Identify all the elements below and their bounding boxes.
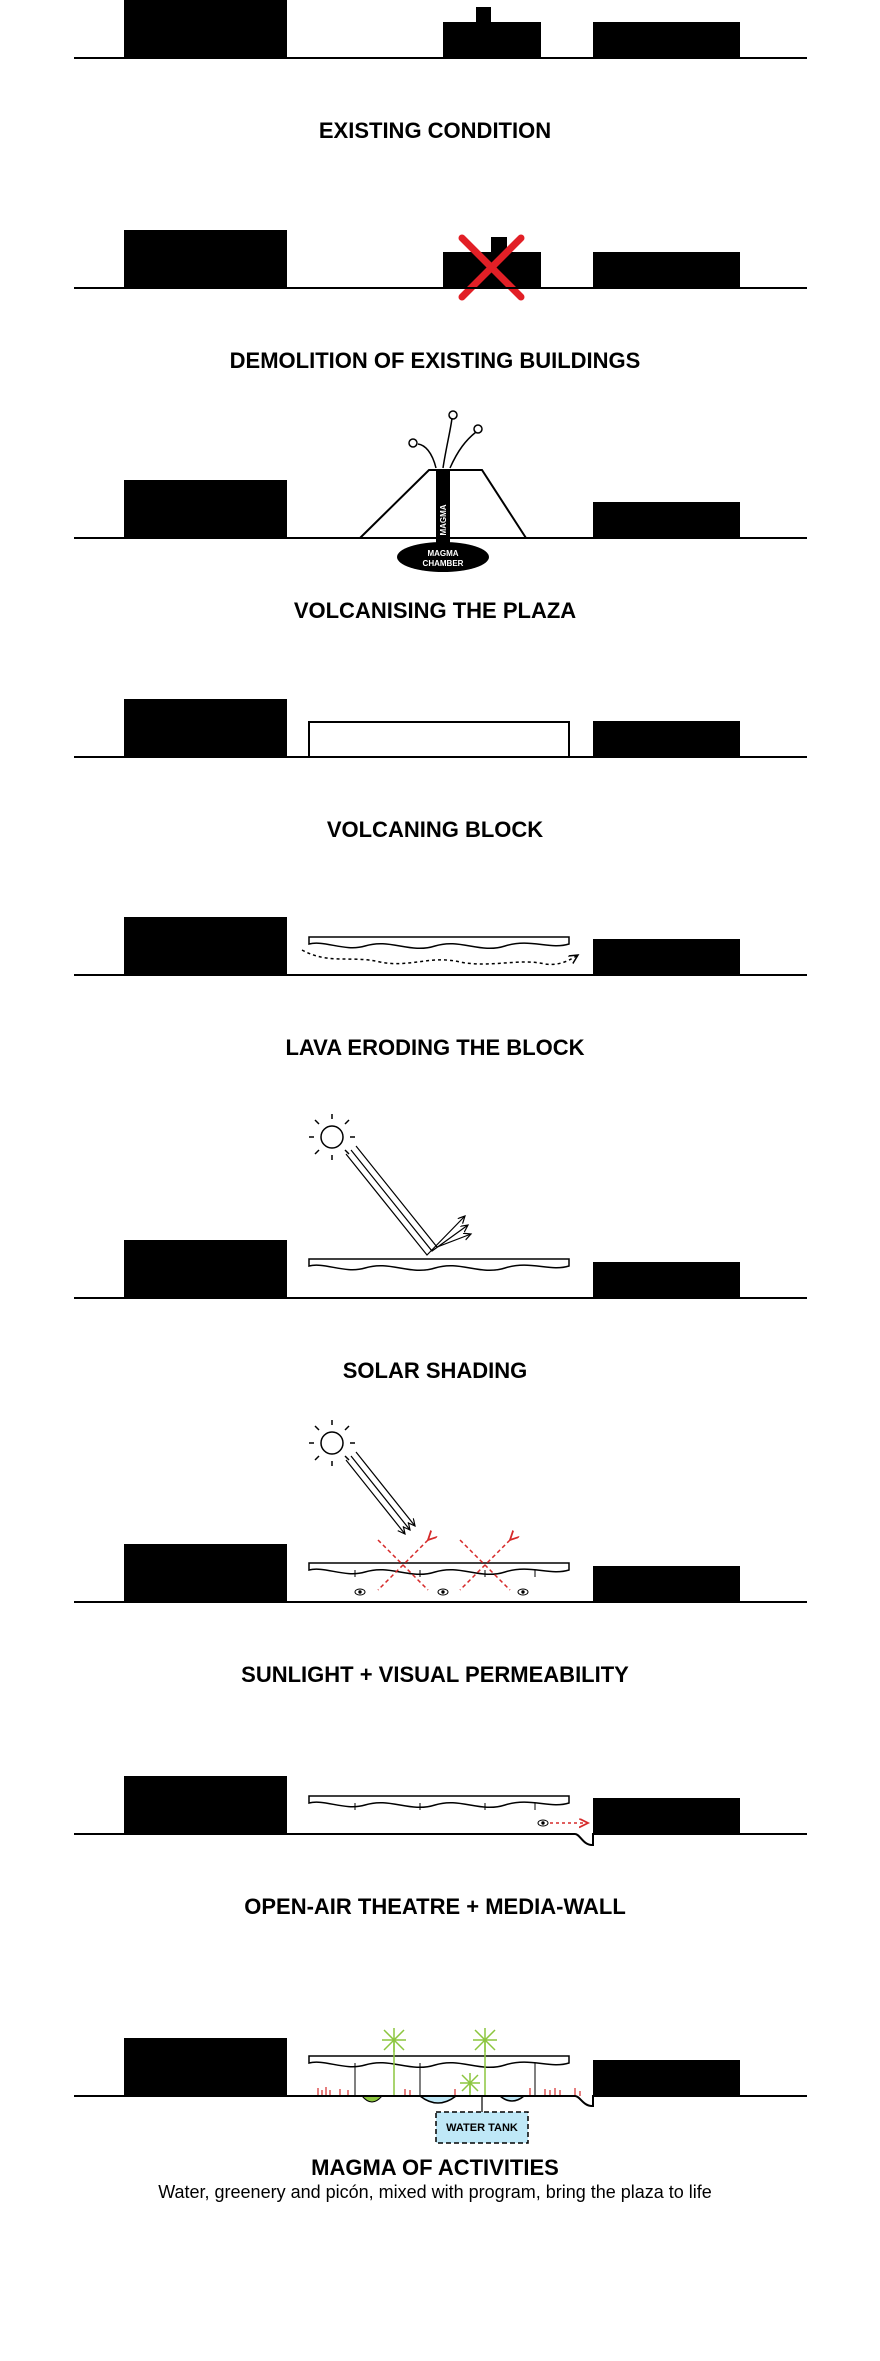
lava-flow-arrow (301, 949, 578, 966)
canopy-posts (354, 2063, 536, 2096)
building-right (593, 1262, 740, 1298)
eroded-canopy (308, 1258, 570, 1272)
panel-open-air-theatre: OPEN-AIR THEATRE + MEDIA-WALL (74, 1776, 807, 1919)
building-left (124, 480, 287, 538)
water-pools (419, 2095, 525, 2104)
volcano-outline (359, 469, 527, 539)
eye-icon (537, 1819, 549, 1827)
panel-demolition: DEMOLITION OF EXISTING BUILDINGS (74, 230, 807, 373)
panel-existing-condition: EXISTING CONDITION (74, 0, 807, 143)
eruption-plumes (408, 410, 483, 469)
building-right (593, 721, 740, 757)
ground-line (74, 2095, 807, 2107)
sun-icon (309, 1114, 355, 1160)
water-tank-label: WATER TANK (446, 2122, 518, 2134)
canopy-posts (354, 1570, 536, 1577)
panel-solar-shading: SOLAR SHADING (74, 1114, 807, 1383)
panel-sunlight-permeability: SUNLIGHT + VISUAL PERMEABILITY (74, 1420, 807, 1687)
magma-label: MAGMA (439, 504, 448, 535)
block-outline (308, 721, 570, 758)
building-right (593, 22, 740, 58)
canopy-posts (354, 1803, 536, 1810)
magma-chamber-label-line-1: MAGMA (427, 549, 458, 558)
building-left (124, 917, 287, 975)
panel-lava-eroding: LAVA ERODING THE BLOCK (74, 917, 807, 1060)
panel-title: VOLCANISING THE PLAZA (294, 598, 576, 623)
panel-magma-of-activities: WATER TANK MAGMA OF ACTIVITIES Water, gr… (74, 2028, 807, 2202)
panel-title: LAVA ERODING THE BLOCK (285, 1035, 584, 1060)
sun-rays (345, 1451, 415, 1534)
building-right (593, 2060, 740, 2096)
panel-volcaning-block: VOLCANING BLOCK (74, 699, 807, 842)
perforated-canopy (308, 1562, 570, 1576)
canopy (308, 1795, 570, 1809)
building-left (124, 699, 287, 757)
green-planter (361, 2095, 383, 2103)
sun-rays-reflected (345, 1145, 471, 1256)
panel-title: MAGMA OF ACTIVITIES (311, 2155, 559, 2180)
ground-line-with-stage (74, 1833, 807, 1846)
building-right (593, 939, 740, 975)
magma-chamber-label-line-2: CHAMBER (423, 559, 464, 568)
building-left (124, 1240, 287, 1298)
building-left (124, 1544, 287, 1602)
panel-title: VOLCANING BLOCK (327, 817, 543, 842)
magma-chamber (397, 542, 489, 572)
panel-title: EXISTING CONDITION (319, 118, 551, 143)
sun-icon (309, 1420, 355, 1466)
building-right (593, 1798, 740, 1834)
eroded-canopy (308, 936, 570, 950)
canopy (308, 2055, 570, 2069)
panel-title: SOLAR SHADING (343, 1358, 528, 1383)
panel-title: OPEN-AIR THEATRE + MEDIA-WALL (244, 1894, 626, 1919)
building-right (593, 252, 740, 288)
light-rays-red (377, 1540, 510, 1591)
building-left (124, 1776, 287, 1834)
palm-tree-icon (382, 2028, 497, 2096)
building-right (593, 502, 740, 538)
building-left (124, 230, 287, 288)
building-left (124, 2038, 287, 2096)
water-tank (435, 2111, 529, 2144)
panel-subtitle: Water, greenery and picón, mixed with pr… (158, 2182, 712, 2202)
panel-title: SUNLIGHT + VISUAL PERMEABILITY (241, 1662, 629, 1687)
panel-volcanising: MAGMA MAGMA CHAMBER VOLCANISING THE PLAZ… (74, 410, 807, 623)
eye-icon (354, 1588, 529, 1596)
building-right (593, 1566, 740, 1602)
building-left (124, 0, 287, 58)
existing-buildings-center (443, 7, 541, 58)
program-marks-red (317, 2087, 581, 2096)
panel-title: DEMOLITION OF EXISTING BUILDINGS (230, 348, 641, 373)
magma-conduit (436, 470, 450, 554)
